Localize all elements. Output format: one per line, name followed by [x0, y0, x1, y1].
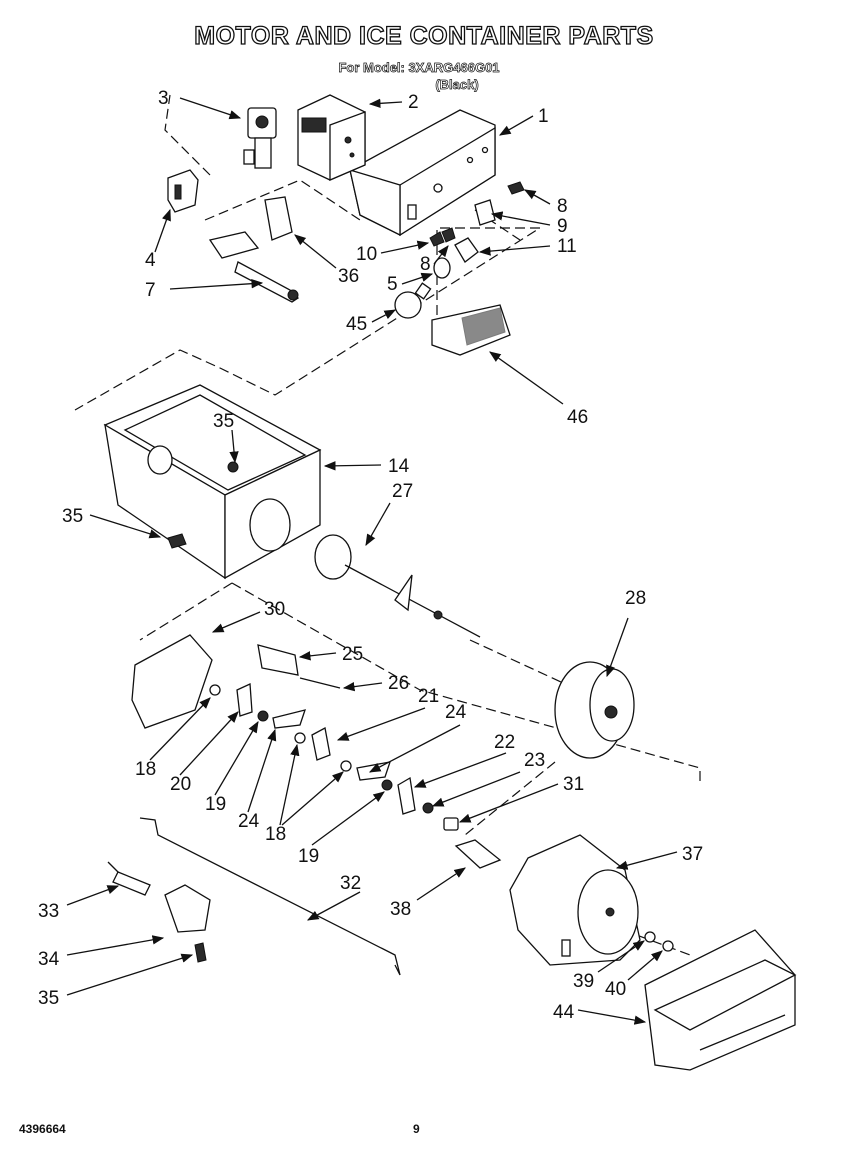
- callout-1: 1: [538, 106, 549, 127]
- callout-46: 46: [567, 407, 588, 428]
- callout-35b: 35: [62, 506, 83, 527]
- callout-33: 33: [38, 901, 59, 922]
- color-line: (Black): [435, 77, 479, 93]
- callout-18b: 18: [265, 824, 286, 845]
- callout-35a: 35: [213, 411, 234, 432]
- crusher-assembly: [131, 634, 459, 831]
- screw-parts-35: [167, 533, 207, 963]
- callout-9: 9: [557, 216, 568, 237]
- cover-part-44: [644, 929, 797, 1071]
- callout-19b: 19: [298, 846, 319, 867]
- callout-36: 36: [338, 266, 359, 287]
- callout-44: 44: [553, 1002, 575, 1023]
- callout-5: 5: [387, 274, 398, 295]
- callout-22: 22: [494, 732, 515, 753]
- callout-18a: 18: [135, 759, 156, 780]
- callout-35c: 35: [38, 988, 59, 1009]
- callout-24a: 24: [445, 702, 467, 723]
- lower-left-parts: [107, 817, 401, 976]
- motor-part-37: [454, 834, 674, 966]
- small-hardware-top: [429, 181, 525, 279]
- callout-7: 7: [145, 280, 156, 301]
- shield-part-46: [431, 304, 511, 356]
- relay-part: [297, 94, 366, 181]
- auger-part-27: [314, 534, 481, 638]
- callout-10: 10: [356, 244, 377, 265]
- callout-14: 14: [388, 456, 410, 477]
- control-housing: [349, 109, 496, 237]
- callout-30: 30: [264, 599, 285, 620]
- callout-4: 4: [145, 250, 156, 271]
- callout-26: 26: [388, 673, 409, 694]
- callout-31: 31: [563, 774, 584, 795]
- callout-labels: 1 2 3 4 5 7 8 8 9 10 11 14 18 18 19 19 2…: [38, 88, 703, 1023]
- bulb-part-45: [394, 282, 432, 319]
- callout-45: 45: [346, 314, 367, 335]
- callout-8a: 8: [557, 196, 568, 217]
- model-line: For Model: 3XARG466G01: [338, 60, 500, 76]
- pad-part-36: [264, 196, 293, 241]
- callout-27: 27: [392, 481, 413, 502]
- ice-container-housing: [103, 384, 322, 580]
- callout-24b: 24: [238, 811, 260, 832]
- callout-19a: 19: [205, 794, 226, 815]
- valve-part: [243, 107, 277, 169]
- callout-34: 34: [38, 949, 60, 970]
- callout-11: 11: [557, 236, 577, 257]
- callout-40: 40: [605, 979, 626, 1000]
- page-number: 9: [413, 1122, 420, 1136]
- heater-part-7: [208, 231, 300, 303]
- callout-37: 37: [682, 844, 703, 865]
- callout-25: 25: [342, 644, 363, 665]
- callout-28: 28: [625, 588, 646, 609]
- callout-20: 20: [170, 774, 191, 795]
- callout-23: 23: [524, 750, 545, 771]
- drum-part-28: [554, 661, 635, 759]
- page-title: MOTOR AND ICE CONTAINER PARTS: [194, 21, 654, 50]
- callout-2: 2: [408, 92, 419, 113]
- callout-38: 38: [390, 899, 411, 920]
- callout-32: 32: [340, 873, 361, 894]
- bracket-part-4: [167, 169, 199, 213]
- callout-3: 3: [158, 88, 169, 109]
- callout-8b: 8: [420, 254, 431, 275]
- callout-21: 21: [418, 686, 439, 707]
- callout-39: 39: [573, 971, 594, 992]
- leader-arrows: [66, 97, 678, 1025]
- document-number: 4396664: [19, 1122, 66, 1136]
